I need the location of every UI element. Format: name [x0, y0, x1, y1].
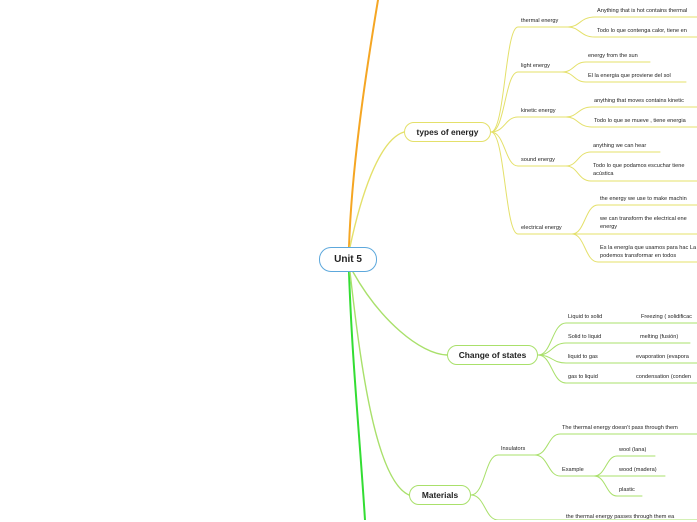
state-change-solid-to-liquid[interactable]: Solid to liquid: [568, 334, 602, 340]
electrical-definition-es[interactable]: Es la energía que usamos para hac La pod…: [600, 245, 697, 259]
kinetic-definition-es[interactable]: Todo lo que se mueve , tiene energia: [594, 118, 686, 124]
conductors-description[interactable]: the thermal energy passes through them e…: [566, 514, 675, 520]
connector-root-materials: [349, 271, 410, 496]
state-change-result-melting[interactable]: melting (fusión): [640, 334, 679, 340]
electrical-definition-en-1[interactable]: the energy we use to make machin: [600, 196, 687, 202]
branch-types-of-energy[interactable]: types of energy: [404, 122, 491, 142]
state-change-liquid-to-gas[interactable]: liquid to gas: [568, 354, 598, 360]
branch-label: Change of states: [458, 350, 527, 360]
topic-sound-energy[interactable]: sound energy: [521, 157, 555, 163]
electrical-definition-en-2[interactable]: we can transform the electrical ene ener…: [600, 216, 687, 230]
insulator-example-plastic[interactable]: plastic: [619, 487, 635, 493]
state-change-result-evaporation[interactable]: evaporation (evapora: [636, 354, 689, 360]
topic-thermal-energy[interactable]: thermal energy: [521, 18, 559, 24]
topic-insulators[interactable]: Insulators: [501, 446, 526, 452]
branch-label: Materials: [421, 490, 459, 500]
thermal-definition-en[interactable]: Anything that is hot contains thermal: [597, 8, 688, 14]
state-change-result-condensation[interactable]: condensation (conden: [636, 374, 692, 380]
central-topic-label: Unit 5: [334, 254, 362, 265]
light-definition-en[interactable]: energy from the sun: [588, 53, 638, 59]
topic-electrical-energy[interactable]: electrical energy: [521, 225, 562, 231]
branch-label: types of energy: [416, 127, 479, 137]
sound-definition-en[interactable]: anything we can hear: [593, 143, 647, 149]
state-change-liquid-to-solid[interactable]: Liquid to solid: [568, 314, 603, 320]
connector-root-top: [348, 0, 379, 248]
thermal-definition-es[interactable]: Todo lo que contenga calor, tiene en: [597, 28, 687, 34]
kinetic-definition-en[interactable]: anything that moves contains kinetic: [594, 98, 684, 104]
insulators-description[interactable]: The thermal energy doesn't pass through …: [562, 425, 678, 431]
central-topic-unit-5[interactable]: Unit 5: [319, 247, 377, 272]
light-definition-es[interactable]: El la energia que proviene del sol: [588, 73, 671, 79]
connector-root-bottom: [348, 271, 366, 520]
insulators-example-label[interactable]: Example: [562, 467, 584, 473]
sound-definition-es[interactable]: Todo lo que podamos escuchar tiene acúst…: [593, 163, 685, 177]
state-change-result-freezing[interactable]: Freezing ( solidificac: [641, 314, 692, 320]
state-change-gas-to-liquid[interactable]: gas to liquid: [568, 374, 598, 380]
topic-light-energy[interactable]: light energy: [521, 63, 550, 69]
insulator-example-wood[interactable]: wood (madera): [619, 467, 657, 473]
insulator-example-wool[interactable]: wool (lana): [619, 447, 647, 453]
branch-materials[interactable]: Materials: [409, 485, 471, 505]
topic-kinetic-energy[interactable]: kinetic energy: [521, 108, 556, 114]
branch-change-of-states[interactable]: Change of states: [447, 345, 538, 365]
connector-root-types: [349, 131, 405, 248]
connector-root-states: [352, 271, 448, 356]
